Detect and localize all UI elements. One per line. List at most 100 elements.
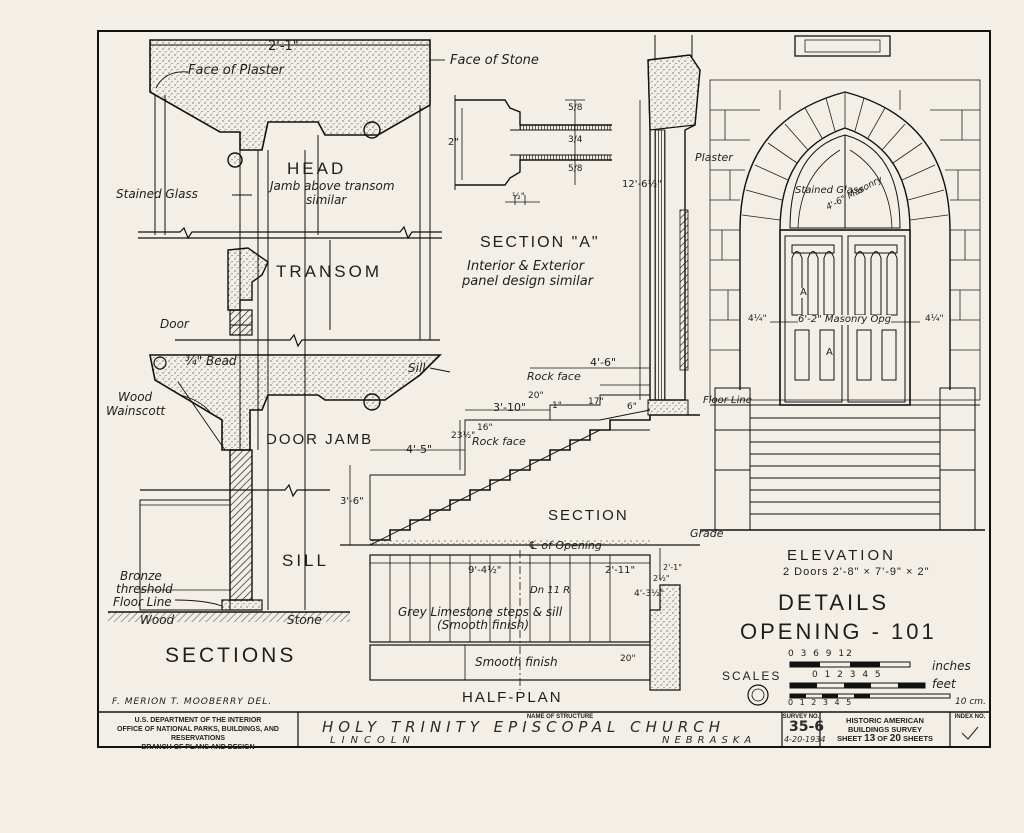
index-caption: INDEX NO. xyxy=(954,714,986,720)
sheet-count: SHEET 13 OF 20 SHEETS xyxy=(820,733,950,744)
sill-heading: SILL xyxy=(282,551,329,570)
floor-line-label: Floor Line xyxy=(113,595,172,609)
dim-4-6: 4'-6" xyxy=(590,356,617,369)
door-jamb-heading: DOOR JAMB xyxy=(266,431,374,448)
inches-label: inches xyxy=(932,659,971,673)
dim-4-5: 4'-5" xyxy=(406,443,433,456)
rock-face-label-1: Rock face xyxy=(527,370,581,383)
habs-block: HISTORIC AMERICAN BUILDINGS SURVEY SHEET… xyxy=(820,716,950,744)
dim-23: 23½" xyxy=(451,431,476,441)
agency-line-1: U.S. DEPARTMENT OF THE INTERIOR xyxy=(134,717,262,724)
opening-title: OPENING - 101 xyxy=(740,619,937,644)
down-11-risers: Dn 11 R xyxy=(530,585,571,596)
dim-2-1-b: 2'-1" xyxy=(663,563,682,572)
structure-name: HOLY TRINITY EPISCOPAL CHURCH xyxy=(322,718,726,736)
floor-line-label-2: Floor Line xyxy=(703,395,752,406)
dim-3-10: 3'-10" xyxy=(493,401,527,414)
wall-section xyxy=(639,35,701,416)
face-of-stone-label: Face of Stone xyxy=(450,53,539,68)
survey-number: 35-6 xyxy=(789,719,825,735)
stained-glass-label: Stained Glass xyxy=(116,187,198,201)
dim-17: 17" xyxy=(588,397,604,407)
dim-2half: 2½" xyxy=(653,574,670,583)
dim-34: 3/4 xyxy=(568,135,583,145)
break-lines xyxy=(138,225,442,498)
dim-2in: 2" xyxy=(448,137,459,148)
stained-glass-label-2: Stained Glass xyxy=(795,185,864,196)
details-title: DETAILS xyxy=(778,590,890,615)
door-label: Door xyxy=(160,317,189,331)
agency-line-2: OFFICE OF NATIONAL PARKS, BUILDINGS, AND… xyxy=(117,726,279,742)
survey-date: 4-20-1934 xyxy=(784,735,826,744)
jamb-note-line-1: Jamb above transom xyxy=(270,179,395,193)
section-a-note-1: Interior & Exterior xyxy=(467,259,585,274)
wood-label: Wood xyxy=(140,613,175,627)
jamb-note-line-2: similar xyxy=(306,193,347,207)
bead-label: ¾" Bead xyxy=(185,354,237,368)
sheets-word: SHEETS xyxy=(903,734,934,743)
survey-caption: SURVEY NO. xyxy=(782,714,820,720)
section-mark-a-2: A xyxy=(826,347,833,358)
cm-label: 10 cm. xyxy=(955,697,986,707)
dim-4q-left: 4¼" xyxy=(748,314,767,324)
sections-title: SECTIONS xyxy=(165,644,297,667)
transom-section xyxy=(227,247,269,336)
habs-line-1: HISTORIC AMERICAN xyxy=(846,716,924,725)
wood-wainscott-line-2: Wainscott xyxy=(106,404,166,418)
centerline-label: ℄ of Opening xyxy=(528,539,602,552)
elevation xyxy=(700,35,985,531)
transom-heading: TRANSOM xyxy=(276,262,382,281)
habs-line-2: BUILDINGS SURVEY xyxy=(847,725,923,734)
head-section xyxy=(149,39,431,168)
scale-feet-ticks: 0 1 2 3 4 5 xyxy=(812,670,883,680)
limestone-note-2: (Smooth finish) xyxy=(437,618,530,632)
doors-note: 2 Doors 2'-8" × 7'-9" × 2" xyxy=(783,566,930,578)
grade-label: Grade xyxy=(690,527,724,540)
bronze-line-1: Bronze xyxy=(120,569,162,583)
half-plan-heading: HALF-PLAN xyxy=(462,689,563,706)
dim-1: 1" xyxy=(552,401,562,411)
sheet-number: 13 xyxy=(864,733,876,744)
section-heading: SECTION xyxy=(548,507,629,524)
leader-lines xyxy=(150,44,451,607)
state-name: NEBRASKA xyxy=(662,735,757,746)
section-a-heading: SECTION "A" xyxy=(480,234,600,251)
delineator-credit: F. MERION T. MOOBERRY DEL. xyxy=(112,697,273,707)
stair-section xyxy=(340,367,700,546)
of-word: OF xyxy=(877,734,888,743)
agency-line-3: BRANCH OF PLANS AND DESIGN xyxy=(141,744,255,751)
dim-4-3: 4'-3½" xyxy=(634,589,665,599)
sill-section xyxy=(108,354,442,622)
bronze-line-2: threshold xyxy=(116,582,173,596)
feet-label: feet xyxy=(932,677,956,691)
scale-inch-ticks: 0 3 6 9 12 xyxy=(788,649,854,659)
name-caption: NAME OF STRUCTURE xyxy=(526,714,594,720)
limestone-note-1: Grey Limestone steps & sill xyxy=(398,605,563,619)
dim-58-a: 5/8 xyxy=(568,103,583,113)
graphic-scales xyxy=(747,661,951,706)
rock-face-label-2: Rock face xyxy=(472,435,526,448)
dim-4q-right: 4¼" xyxy=(925,314,944,324)
section-a-note-2: panel design similar xyxy=(462,274,594,289)
plaster-label: Plaster xyxy=(695,151,733,164)
dim-half: ½" xyxy=(512,192,525,202)
scales-label: SCALES xyxy=(722,669,782,683)
dim-width-head: 2'-1" xyxy=(268,39,299,54)
city-name: LINCOLN xyxy=(330,735,416,746)
stone-label: Stone xyxy=(287,613,322,627)
sheet-border xyxy=(97,30,991,748)
dim-20-b: 20" xyxy=(620,654,636,664)
smooth-finish-label: Smooth finish xyxy=(475,655,558,669)
dim-3-6: 3'-6" xyxy=(340,496,364,507)
scale-cm-ticks: 0 1 2 3 4 5 xyxy=(788,698,854,707)
check-mark-icon xyxy=(961,726,979,740)
dim-20: 20" xyxy=(528,391,544,401)
sheet-total: 20 xyxy=(889,733,901,744)
dim-12-6: 12'-6½" xyxy=(622,179,662,190)
sill-arrow-label: Sill xyxy=(408,361,426,375)
agency-block: U.S. DEPARTMENT OF THE INTERIOR OFFICE O… xyxy=(100,716,296,752)
wood-wainscott-line-1: Wood xyxy=(118,390,153,404)
head-heading: HEAD xyxy=(287,159,347,178)
elevation-heading: ELEVATION xyxy=(787,547,896,564)
